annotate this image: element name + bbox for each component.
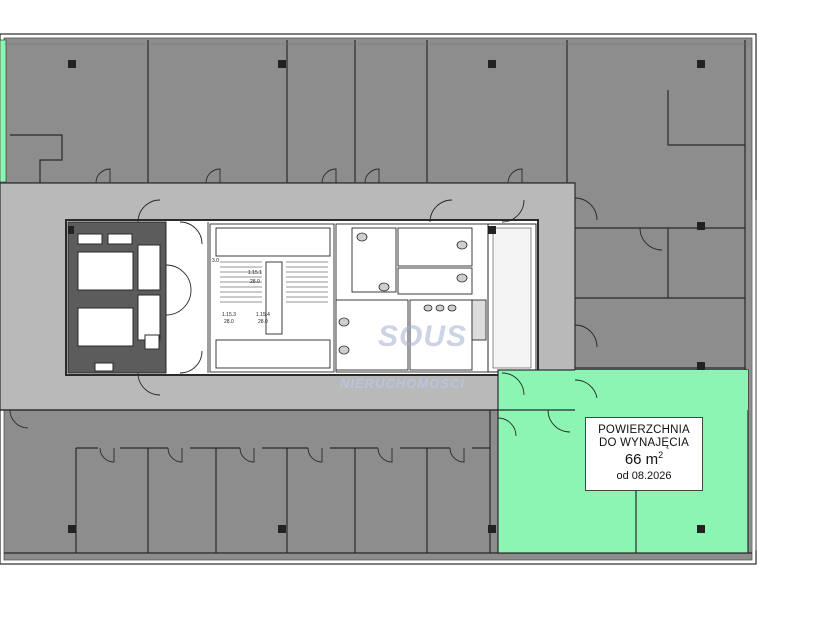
stair-label-upper-code: 1.15.1: [248, 270, 262, 276]
column-marker-icon: [68, 226, 74, 234]
column-marker-icon: [488, 525, 496, 533]
available-from: od 08.2026: [616, 470, 672, 482]
door-swings: [9, 168, 663, 463]
watermark-text: NIERUCHOMOŚCI: [340, 376, 465, 391]
stair-label-left-area: 28.0: [224, 319, 234, 325]
column-marker-icon: [278, 60, 286, 68]
column-marker-icon: [697, 60, 705, 68]
stairwell: [209, 223, 335, 373]
rental-label-line1: POWIERZCHNIA: [598, 424, 690, 436]
stair-label-upper-area: 28.0: [250, 279, 260, 285]
restrooms: [335, 223, 489, 373]
column-markers: [68, 60, 705, 533]
rental-area-unit-sup: 2: [658, 450, 664, 460]
stair-label-left-code: 1.15.3: [222, 312, 236, 318]
available-space-top-strip: [575, 370, 748, 410]
stair-label-right-area: 28.0: [258, 319, 268, 325]
column-marker-icon: [697, 362, 705, 370]
rental-label: POWIERZCHNIA DO WYNAJĘCIA 66 m2 od 08.20…: [585, 417, 703, 491]
column-marker-icon: [278, 525, 286, 533]
stair-label-right-code: 1.15.4: [256, 312, 270, 318]
stair-label-left-small: 3.0: [212, 258, 219, 264]
elevator-shafts: [67, 221, 167, 374]
rental-area-value: 66 m: [624, 451, 659, 468]
column-marker-icon: [68, 525, 76, 533]
rental-label-line2: DO WYNAJĘCIA: [599, 437, 689, 449]
watermark-logo: SOUS: [378, 320, 468, 353]
rental-area: 66 m2: [586, 450, 702, 468]
column-marker-icon: [488, 226, 496, 234]
left-green-strip: [0, 39, 7, 183]
column-marker-icon: [697, 222, 705, 230]
service-shaft-inner: [492, 227, 532, 369]
column-marker-icon: [697, 525, 705, 533]
right-office-walls: [575, 227, 745, 369]
stair-treads: [220, 261, 328, 303]
column-marker-icon: [68, 60, 76, 68]
column-marker-icon: [488, 60, 496, 68]
toilet-icons: [338, 232, 468, 355]
core-lobby: [165, 221, 209, 374]
